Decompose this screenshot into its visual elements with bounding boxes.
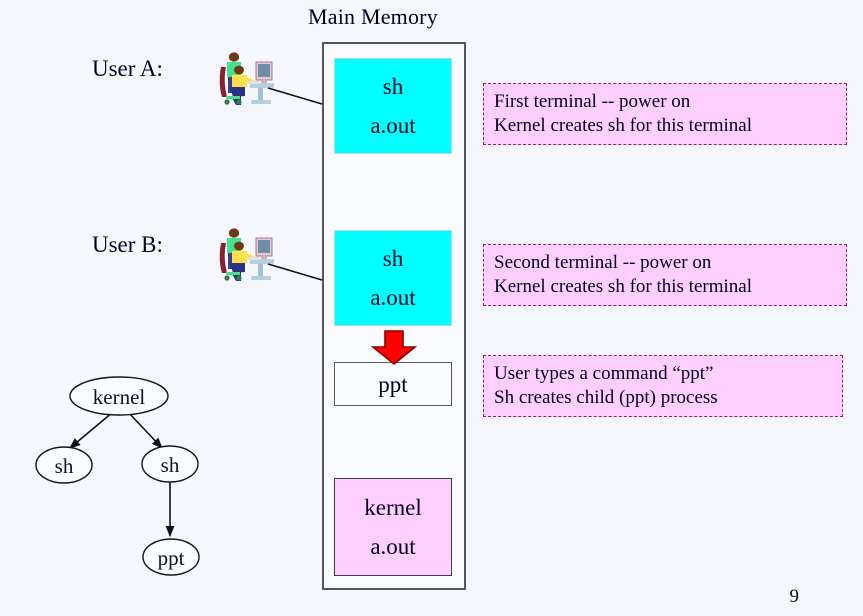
note-line-1: User types a command “ppt” (494, 363, 714, 384)
note-line-2: Sh creates child (ppt) process (494, 387, 718, 409)
note-line-1: First terminal -- power on (494, 91, 691, 112)
tree-node-label: ppt (158, 546, 185, 570)
main-memory-title: Main Memory (308, 4, 438, 29)
tree-node-ppt: ppt (142, 538, 200, 576)
user-a-label: User A: (92, 56, 163, 81)
memory-block-label-line1: ppt (378, 371, 408, 397)
note-line-2: Kernel creates sh for this terminal (494, 276, 752, 298)
memory-block-sh-user-b: sh a.out (334, 230, 452, 326)
user-at-computer-icon (219, 228, 274, 281)
note-line-1: Second terminal -- power on (494, 252, 712, 273)
process-tree-diagram: kernel sh sh ppt (35, 376, 200, 576)
memory-block-label-line2: a.out (370, 113, 416, 138)
fork-arrow-icon (370, 330, 418, 366)
note-first-terminal: First terminal -- power on Kernel create… (483, 83, 847, 145)
tree-node-sh-right: sh (141, 445, 199, 483)
tree-node-kernel: kernel (69, 376, 169, 416)
user-b-label: User B: (92, 232, 163, 257)
connector-user-b (267, 263, 323, 281)
tree-node-label: sh (55, 454, 74, 478)
note-user-command: User types a command “ppt” Sh creates ch… (483, 355, 843, 417)
note-line-2: Kernel creates sh for this terminal (494, 115, 752, 137)
memory-block-label-line1: kernel (364, 494, 422, 520)
memory-block-label-line2: a.out (370, 534, 416, 560)
note-second-terminal: Second terminal -- power on Kernel creat… (483, 244, 847, 306)
memory-block-label-line1: sh (382, 246, 404, 271)
tree-node-sh-left: sh (35, 446, 93, 484)
memory-block-sh-user-a: sh a.out (334, 58, 452, 154)
memory-block-ppt: ppt (334, 362, 452, 406)
user-at-computer-icon (219, 52, 274, 105)
memory-block-label-line2: a.out (370, 285, 416, 310)
tree-node-label: sh (161, 453, 180, 477)
tree-edge-kernel-sh1 (69, 411, 114, 449)
memory-block-label-line1: sh (382, 74, 404, 99)
tree-edge-kernel-sh2 (127, 411, 163, 449)
memory-block-kernel: kernel a.out (334, 478, 452, 576)
tree-node-label: kernel (93, 385, 146, 409)
connector-user-a (267, 87, 323, 105)
page-number: 9 (789, 586, 800, 607)
